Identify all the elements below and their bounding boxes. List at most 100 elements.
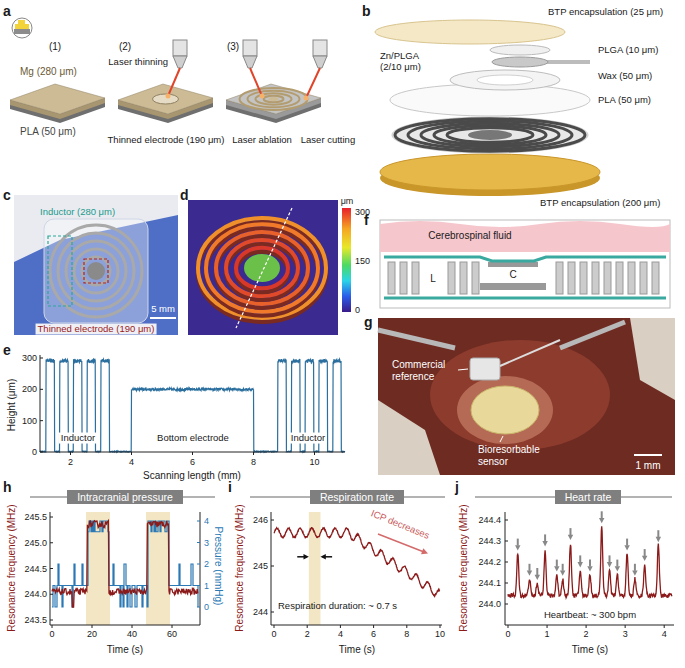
tick-label: 10 [435, 629, 445, 639]
tick-label: 6 [371, 629, 376, 639]
tick-label: 244.0 [478, 599, 501, 609]
icon-substrate [14, 29, 30, 34]
tick-label: 60 [167, 629, 177, 639]
tick [197, 542, 200, 543]
tick [50, 594, 53, 595]
frequency-trace [508, 526, 672, 597]
inductor-box [48, 236, 72, 306]
tick-label: 246 [253, 515, 268, 525]
tick [314, 452, 315, 455]
part-label: Bioresorbable sensor [478, 444, 554, 467]
region-label: Cerebrospinal fluid [428, 230, 511, 242]
layer-label: Mg (280 μm) [20, 66, 77, 78]
tick [271, 566, 274, 567]
panel-banner: Heart rate [555, 490, 622, 505]
part-label: Thinned electrode (190 μm) [108, 135, 225, 146]
layer-label: Wax (50 μm) [598, 71, 652, 82]
tick [271, 520, 274, 521]
csf-layer [380, 221, 670, 252]
duration-arrow-head [320, 554, 325, 559]
encapsulation-top [375, 20, 565, 44]
part-label: Commercial reference [392, 359, 456, 382]
scale-label: 1 mm [636, 460, 661, 472]
panel-banner: Intracranial pressure [67, 490, 183, 505]
tick-label: 245.5 [24, 512, 47, 522]
tick-label: 244 [253, 607, 268, 617]
sheet-top [10, 84, 105, 114]
coil-turn [408, 121, 572, 149]
panel-banner: Respiration rate [310, 490, 404, 505]
axis-title: Scanning length (mm) [143, 470, 241, 482]
process-label: Laser thinning [108, 57, 168, 68]
inductor-pillar [616, 262, 623, 294]
tick-label: 244.5 [24, 563, 47, 573]
panel-letter: h [3, 479, 12, 495]
wax-hole [477, 75, 533, 85]
tick [40, 420, 43, 421]
laser-tip [173, 56, 187, 68]
layer-label: PLA (50 μm) [598, 95, 651, 106]
sensor-film [44, 219, 148, 323]
tick [92, 625, 93, 628]
retractor [560, 322, 625, 348]
tick [307, 625, 308, 628]
inductor-pillar [568, 262, 575, 294]
beat-arrow [517, 539, 519, 546]
layer-label: BTP encapsulation (200 μm) [540, 198, 660, 209]
tick [505, 604, 508, 605]
coil-height [236, 248, 288, 289]
component-label: L [430, 273, 436, 285]
axis-title: Height (μm) [6, 379, 18, 431]
component-label: C [509, 269, 516, 281]
axis-title: Time (s) [107, 644, 143, 656]
tick-label: 8 [251, 457, 256, 467]
tick [505, 520, 508, 521]
tick [440, 625, 441, 628]
zn-plga-disk [492, 57, 548, 67]
top-membrane [384, 257, 666, 261]
axis-title: Time (s) [572, 644, 608, 656]
colorbar-unit: μm [341, 196, 354, 206]
duration-arrow-head [304, 554, 309, 559]
layer-label: PLA (50 μm) [20, 126, 76, 138]
coil-base [392, 117, 588, 153]
electrode-disk [269, 97, 279, 101]
tick [192, 452, 193, 455]
axis-title: Resonance frequency (MHz) [6, 504, 18, 631]
tick-label: 244.4 [478, 515, 501, 525]
capacitor-plate [480, 283, 546, 290]
tick [40, 389, 43, 390]
panel-letter: e [3, 342, 11, 358]
beat-arrow [634, 564, 636, 571]
tick-label: 6 [190, 457, 195, 467]
beat-arrow-head [560, 570, 565, 575]
tick-label: 150 [355, 256, 370, 266]
beat-arrow-head [578, 562, 583, 567]
frequency-trace [274, 528, 440, 596]
region-label: Inductor [59, 433, 97, 444]
tick-label: 0 [505, 629, 510, 639]
tick [50, 542, 53, 543]
coil-turn [66, 241, 126, 301]
retractor [378, 330, 455, 348]
tick [406, 625, 407, 628]
inductor-pillar [460, 262, 467, 294]
layer-label: BTP encapsulation (25 μm) [548, 7, 663, 18]
part-label: Inductor (280 μm) [40, 207, 115, 218]
coil-turn [421, 123, 559, 146]
axis-title: Resonance frequency (MHz) [458, 504, 470, 631]
laser-nozzle [173, 40, 187, 56]
beat-arrow [544, 534, 546, 541]
tick [505, 562, 508, 563]
beat-arrow [528, 564, 530, 571]
tick [40, 358, 43, 359]
banner-title: Heart rate [565, 491, 612, 503]
axes [505, 512, 674, 625]
tick [625, 625, 626, 628]
layer-label: Zn/PLGA (2/10 μm) [380, 51, 432, 73]
tick [172, 625, 173, 628]
coil-turn [58, 233, 134, 309]
icon-circle [12, 18, 32, 38]
laser-spot [260, 94, 265, 99]
tick-label: 100 [22, 415, 37, 425]
